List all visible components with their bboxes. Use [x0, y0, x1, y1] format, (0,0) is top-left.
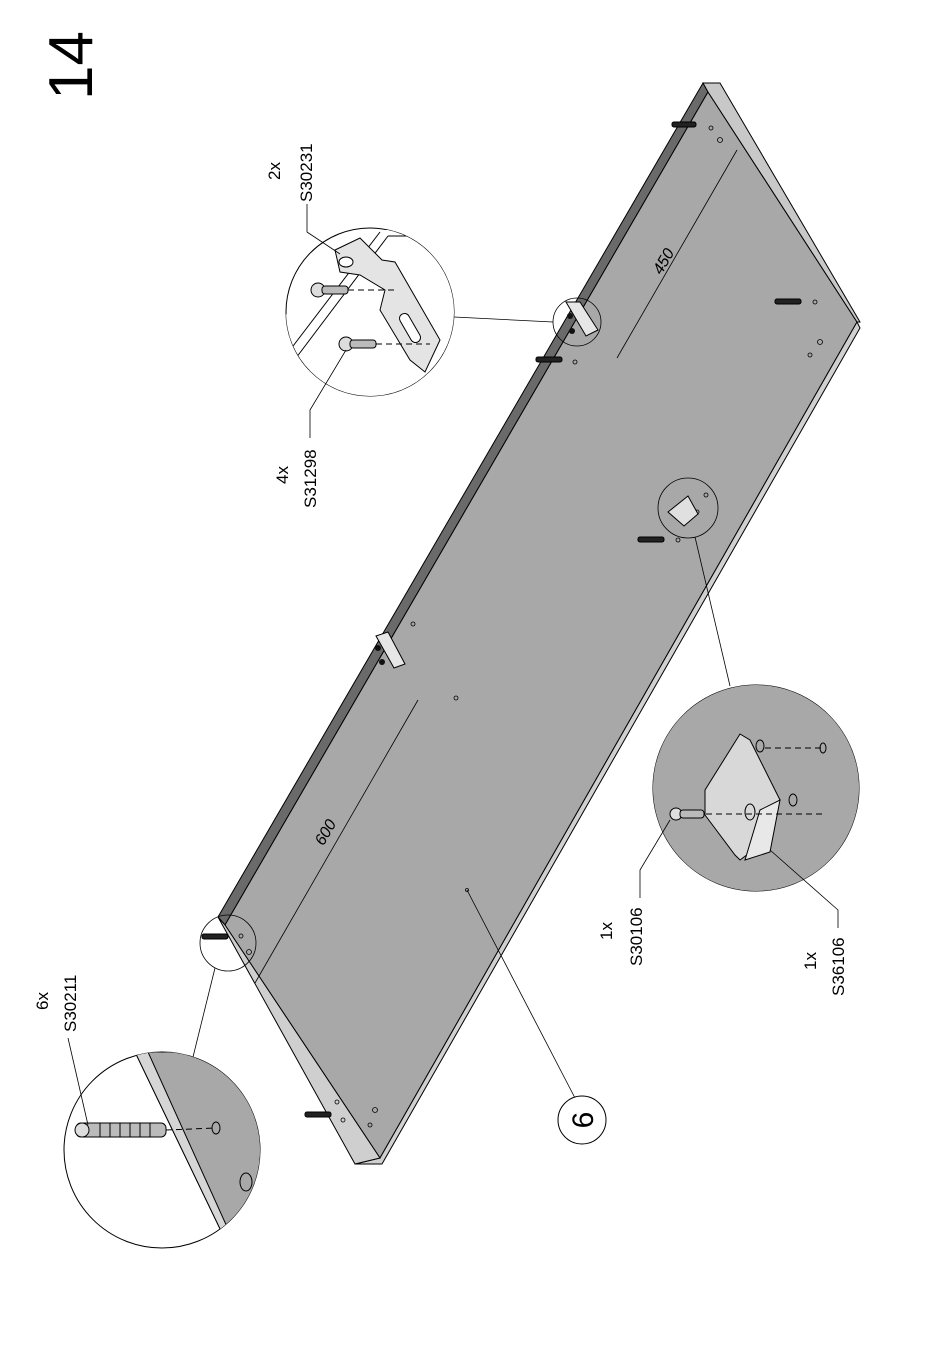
screw-bracket-code: S31298 — [301, 449, 320, 508]
screw-pad-qty: 1x — [597, 922, 616, 940]
step-number: 14 — [37, 31, 106, 100]
bracket-code: S30231 — [297, 143, 316, 202]
part-label: 6 — [558, 1096, 606, 1144]
pad-code: S36106 — [829, 937, 848, 996]
screw-pad-code: S30106 — [627, 907, 646, 966]
zoom-circle-bracket — [280, 228, 460, 400]
screw-bracket-qty: 4x — [273, 466, 292, 484]
pad-qty: 1x — [801, 952, 820, 970]
cam-dowel-qty: 6x — [33, 992, 52, 1010]
bracket-qty: 2x — [265, 162, 284, 180]
part-number: 6 — [567, 1112, 600, 1129]
screw-pad-large — [670, 808, 704, 820]
zoom-circle-pad — [650, 684, 862, 894]
zoom-circle-cam-dowel — [64, 1052, 280, 1260]
cam-dowel-code: S30211 — [61, 975, 80, 1032]
cam-dowel-large — [75, 1123, 166, 1137]
panel-6 — [218, 83, 860, 1164]
